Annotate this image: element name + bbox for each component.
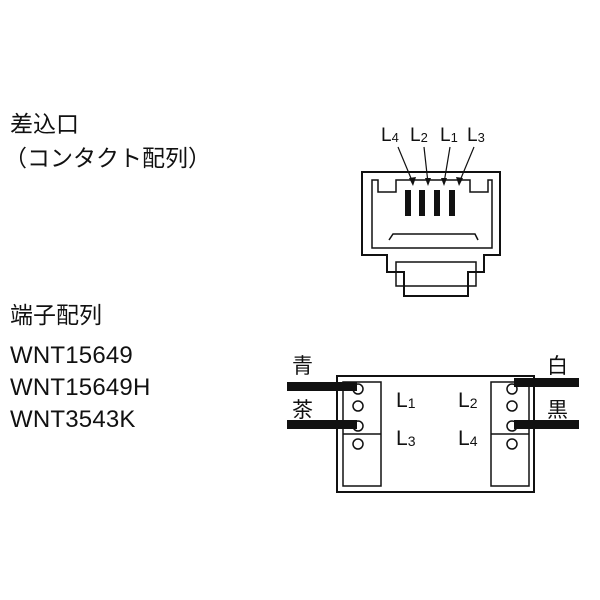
contact-label-1: L4 [381,125,399,146]
jack-inner-frame [371,179,493,249]
wire-color-top-left: 青 [292,354,313,378]
terminal-label-1: L1 [396,389,416,412]
model-number-2: WNT15649H [10,374,151,401]
jack-body-outline [361,171,501,297]
contact-pin [405,190,411,216]
terminal-label-4: L4 [458,427,478,450]
outlet-jack: L4 L2 L1 L3 [361,125,501,297]
contact-leader-lines [397,146,475,184]
wire-color-top-right: 白 [547,354,568,378]
wire-color-bottom-left: 茶 [292,398,313,422]
terminal-holes-right [506,383,518,450]
terminal-block-outline [336,375,535,493]
wire-blue [287,382,357,391]
wire-brown [287,420,357,429]
wire-color-bottom-right: 黒 [547,398,568,422]
terminal-title: 端子配列 [10,303,102,329]
outlet-title: 差込口 [10,112,79,138]
model-number-1: WNT15649 [10,342,133,369]
contact-label-3: L1 [440,125,458,146]
contact-pin [419,190,425,216]
wire-white [514,378,579,387]
terminal-label-3: L3 [396,427,416,450]
contact-pin [449,190,455,216]
wires [287,378,579,429]
jack-latch-line [388,233,479,241]
terminal-block [287,375,579,493]
terminal-label-2: L2 [458,389,478,412]
contact-arrowheads [409,177,463,186]
model-number-3: WNT3543K [10,406,136,433]
contact-pin [434,190,440,216]
contact-label-4: L3 [467,125,485,146]
wire-black [514,420,579,429]
jack-bottom-recess [395,261,477,287]
terminal-holes-left [352,383,364,450]
contact-label-2: L2 [410,125,428,146]
jack-contacts [405,190,455,216]
outlet-subtitle: （コンタクト配列） [4,146,211,172]
